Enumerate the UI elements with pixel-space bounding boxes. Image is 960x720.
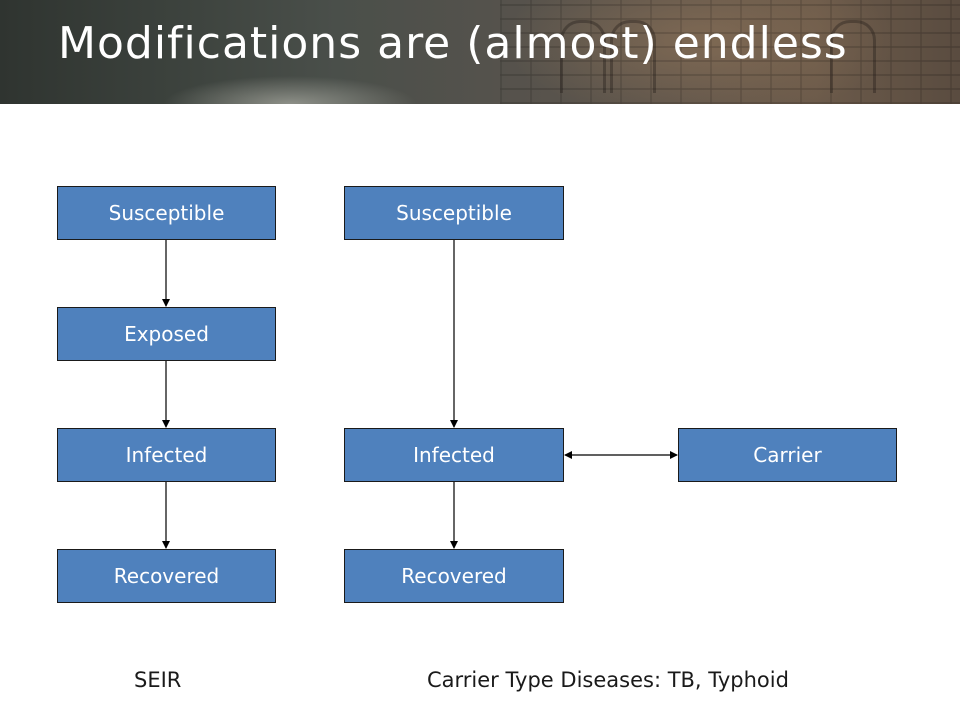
carrier-node-carrier: Carrier (678, 428, 897, 482)
window-arch-decoration (610, 20, 656, 93)
window-arch-decoration (830, 20, 876, 93)
seir-node-susceptible: Susceptible (57, 186, 276, 240)
carrier-caption: Carrier Type Diseases: TB, Typhoid (427, 668, 789, 692)
header-banner (0, 0, 960, 104)
carrier-node-infected: Infected (344, 428, 564, 482)
seir-node-recovered: Recovered (57, 549, 276, 603)
carrier-node-recovered: Recovered (344, 549, 564, 603)
seir-node-exposed: Exposed (57, 307, 276, 361)
window-arch-decoration (560, 20, 606, 93)
seir-node-infected: Infected (57, 428, 276, 482)
seir-caption: SEIR (134, 668, 182, 692)
slide-title: Modifications are (almost) endless (58, 18, 848, 69)
carrier-node-susceptible: Susceptible (344, 186, 564, 240)
